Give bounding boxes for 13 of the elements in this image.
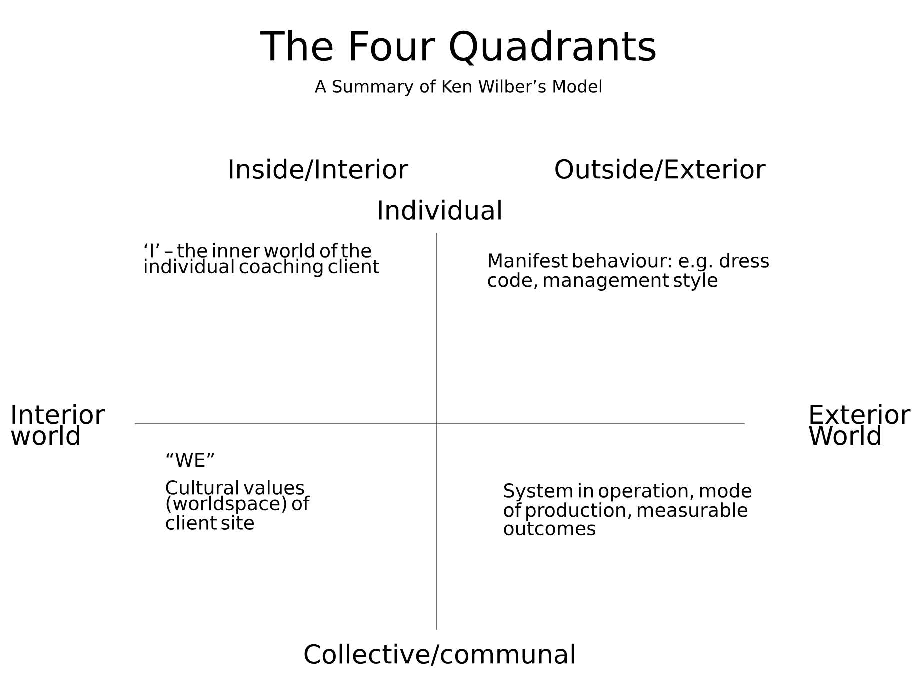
axis-label: Inside/Interior <box>230 158 409 182</box>
quadrant-text: ‘I’ – the inner world of the individual coaching client <box>144 243 380 278</box>
quadrant-text: “WE” <box>166 453 214 468</box>
axis-label: Collective/communal <box>304 644 574 666</box>
axis-label: Individual <box>379 200 501 220</box>
axis-label: Exterior World <box>809 404 911 446</box>
quadrant-text: Manifest behaviour: e.g. dress code, management style <box>488 253 770 291</box>
subtitle: A Summary of Ken Wilber’s Model <box>315 80 602 96</box>
axis-label: Outside/Exterior <box>556 158 766 182</box>
title: The Four Quadrants <box>260 30 656 66</box>
quadrant-text: System in operation, mode of production, measurable outcomes <box>504 483 752 536</box>
axis-label: Interior world <box>11 404 106 446</box>
quadrant-text: Cultural values (worldspace) of client site <box>166 480 310 530</box>
